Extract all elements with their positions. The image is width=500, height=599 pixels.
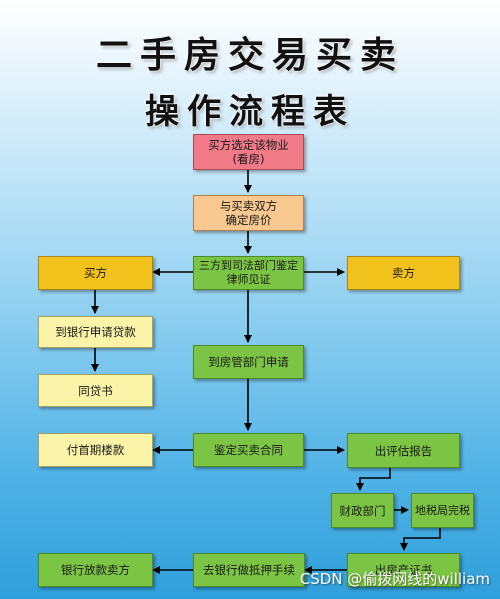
node-finance-dept: 财政部门	[331, 493, 394, 528]
node-buyer: 买方	[38, 256, 153, 290]
watermark: CSDN @偷拨网线的william	[299, 570, 490, 588]
node-loan-approval: 同贷书	[38, 374, 153, 407]
node-confirm-price-line2: 确定房价	[225, 213, 272, 227]
node-down-payment: 付首期楼款	[38, 433, 153, 467]
node-sign-contract: 鉴定买卖合同	[193, 433, 304, 467]
node-tax-bureau: 地税局完税	[411, 493, 474, 528]
node-view-property: 买方选定该物业 (看房)	[193, 134, 304, 170]
node-view-property-line2: (看房)	[232, 152, 265, 166]
node-issue-certificate: 出房产证书	[347, 553, 460, 587]
node-housing-dept: 到房管部门申请	[193, 345, 304, 379]
node-notarize: 三方到司法部门鉴定 律师见证	[193, 256, 304, 290]
node-confirm-price-line1: 与买卖双方	[219, 199, 278, 213]
page-title: 二手房交易买卖	[95, 35, 404, 76]
arrow-tax-to-certificate	[400, 528, 441, 551]
node-bank-loan-apply: 到银行申请贷款	[38, 316, 153, 348]
node-valuation-report: 出评估报告	[347, 433, 460, 468]
node-notarize-line1: 三方到司法部门鉴定	[199, 259, 298, 272]
node-confirm-price: 与买卖双方 确定房价	[193, 195, 304, 231]
node-mortgage: 去银行做抵押手续	[193, 553, 305, 587]
node-notarize-line2: 律师见证	[226, 273, 271, 286]
page-subtitle: 操作流程表	[145, 92, 355, 132]
node-view-property-line1: 买方选定该物业	[208, 138, 289, 152]
node-seller: 卖方	[347, 256, 460, 290]
node-bank-disburse: 银行放款卖方	[38, 553, 153, 587]
arrow-valuation-to-finance	[356, 468, 391, 491]
